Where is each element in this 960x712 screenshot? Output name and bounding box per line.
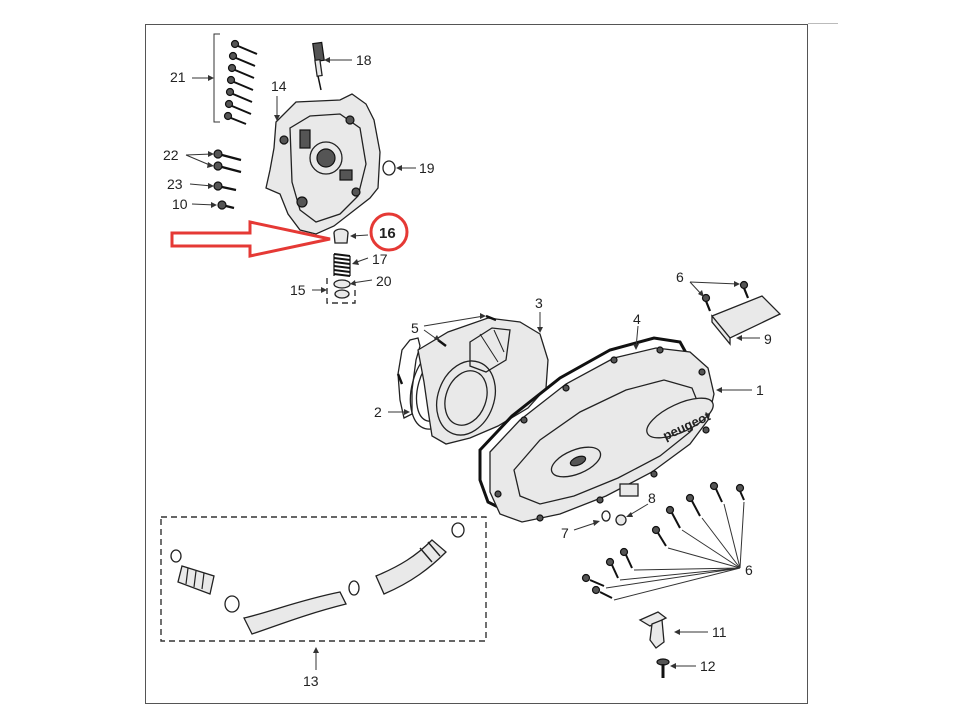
part-16-cap [333, 228, 369, 244]
sensor-18 [312, 41, 352, 91]
label-14: 14 [271, 78, 287, 94]
label-6-top: 6 [676, 269, 684, 285]
o-ring-7 [573, 510, 611, 531]
bolt-23 [189, 181, 237, 192]
bolt-group-6-top [689, 280, 750, 312]
bracket-11 [638, 611, 708, 649]
bolt-6g [605, 557, 619, 579]
label-12: 12 [700, 658, 716, 674]
bolt-6a [735, 483, 745, 501]
bolt-6c [685, 493, 701, 517]
label-18: 18 [356, 52, 372, 68]
label-10: 10 [172, 196, 188, 212]
plug-8 [615, 503, 649, 526]
bolt-6b [709, 481, 723, 503]
bolt-group-22 [185, 149, 242, 174]
label-4: 4 [633, 311, 641, 327]
dashed-bracket-15 [326, 278, 356, 304]
bolt-21c [227, 63, 255, 79]
diagram-frame [145, 24, 808, 704]
screw-group-5 [396, 313, 497, 385]
label-9: 9 [764, 331, 772, 347]
top-edge-line [808, 23, 838, 24]
highlight-circle-16 [369, 212, 409, 252]
label-19: 19 [419, 160, 435, 176]
spring-17 [333, 253, 369, 277]
label-3: 3 [535, 295, 543, 311]
housing-14 [265, 93, 381, 235]
bolt-6i [591, 585, 613, 599]
label-5: 5 [411, 320, 419, 336]
label-20: 20 [376, 273, 392, 289]
bolt-21a [230, 39, 258, 55]
bolt-6e [651, 525, 667, 547]
dashed-box-13 [160, 516, 487, 642]
hose-kit-13 [170, 522, 465, 670]
label-13: 13 [303, 673, 319, 689]
bolt-6h [581, 573, 605, 587]
bolt-21f [224, 99, 252, 115]
bolt-21d [226, 75, 254, 91]
label-2: 2 [374, 404, 382, 420]
label-1: 1 [756, 382, 764, 398]
bolt-group-6-bottom [581, 481, 745, 601]
bolt-6f [619, 547, 633, 569]
label-23: 23 [167, 176, 183, 192]
seat-20 [333, 279, 373, 299]
label-6-bottom: 6 [745, 562, 753, 578]
label-8: 8 [648, 490, 656, 506]
o-ring-19 [382, 160, 416, 176]
label-17: 17 [372, 251, 388, 267]
bolt-21g [223, 111, 247, 125]
bracket-9 [710, 295, 782, 346]
label-22: 22 [163, 147, 179, 163]
bolt-12 [656, 658, 696, 678]
label-11: 11 [712, 624, 727, 640]
highlight-arrow [170, 220, 331, 258]
outer-cover-1: peugeot [489, 346, 752, 523]
label-21: 21 [170, 69, 186, 85]
label-15: 15 [290, 282, 306, 298]
bolt-21b [228, 51, 256, 67]
bolt-21e [225, 87, 253, 103]
bolt-group-21 [192, 33, 258, 125]
bolt-10 [191, 200, 235, 210]
bolt-6d [665, 505, 681, 529]
label-7: 7 [561, 525, 569, 541]
leader-15 [312, 287, 327, 293]
label-16: 16 [379, 225, 396, 242]
